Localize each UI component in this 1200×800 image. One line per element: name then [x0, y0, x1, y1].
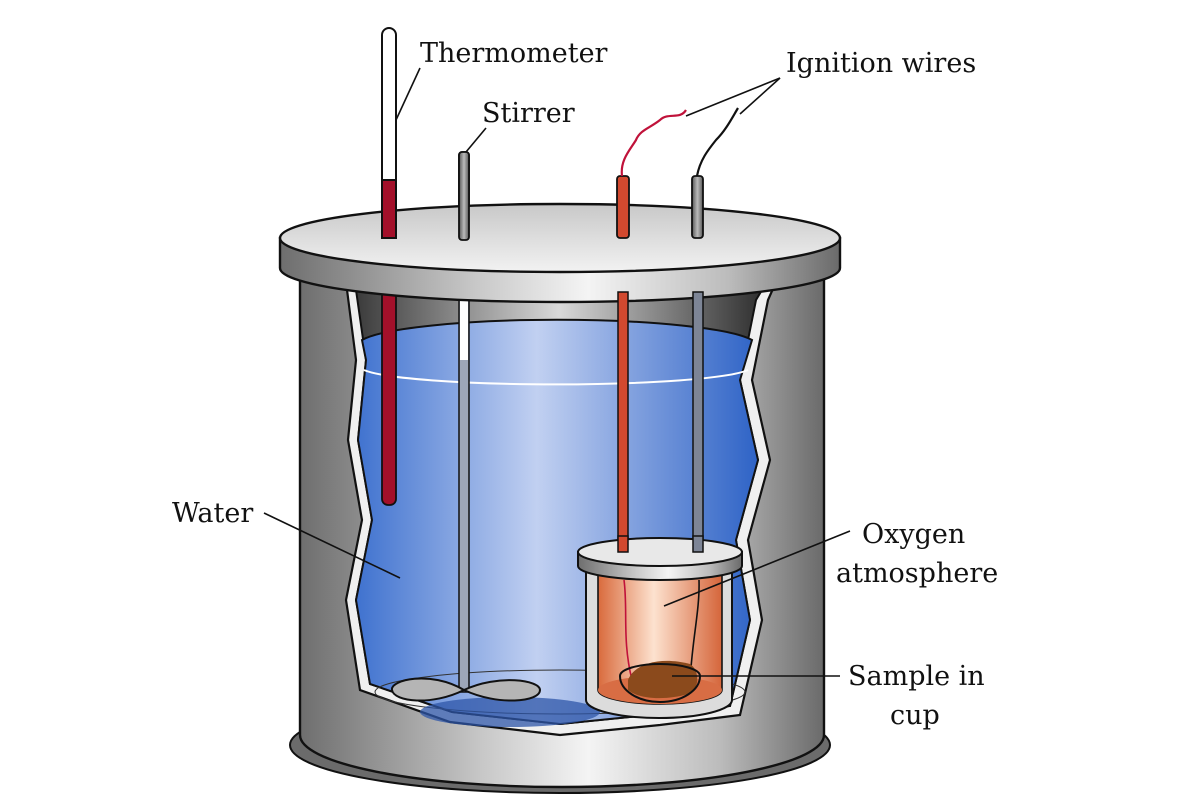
lid: [278, 202, 842, 304]
label-oxygen-line1: Oxygen: [862, 519, 965, 550]
stirrer-blade: [391, 677, 542, 702]
sample: [628, 660, 698, 699]
ignition-electrode-red: [616, 175, 630, 239]
water-leader: [263, 512, 401, 579]
label-stirrer: Stirrer: [482, 98, 575, 129]
label-thermometer: Thermometer: [420, 38, 608, 69]
bomb-vessel: [577, 535, 743, 719]
oxygen-leader: [663, 530, 851, 607]
label-ignition-wires: Ignition wires: [786, 48, 976, 79]
thermometer-leader: [395, 67, 421, 121]
ignition-wire-red: [620, 109, 687, 177]
ignition-wires-leader-2: [739, 77, 781, 115]
ignition-wire-black: [695, 107, 739, 177]
label-oxygen-line2: atmosphere: [836, 558, 998, 589]
ignition-electrode-grey: [691, 175, 704, 239]
label-sample-line1: Sample in: [848, 661, 985, 692]
ignition-wires-leader-1: [685, 77, 781, 117]
label-sample-line2: cup: [890, 700, 940, 731]
label-water: Water: [172, 498, 253, 529]
stirrer-leader: [465, 127, 487, 153]
